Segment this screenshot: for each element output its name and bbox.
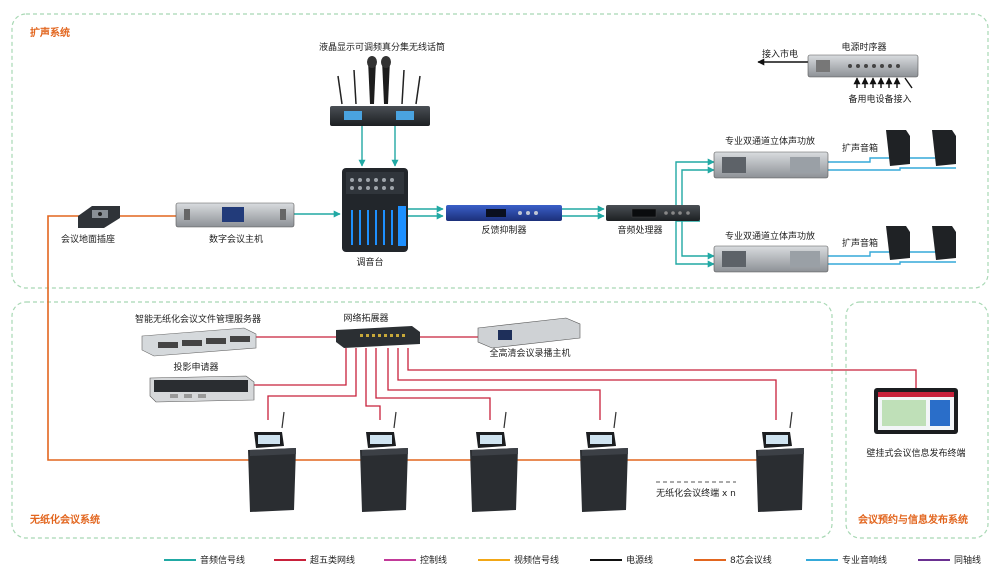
label-projection-applicator: 投影申请器	[173, 361, 218, 373]
meeting-cable-loop	[47, 215, 780, 461]
paperless-terminals	[248, 411, 804, 512]
network-lines	[252, 336, 917, 420]
amplifier-top-device	[713, 151, 829, 179]
label-digital-host: 数字会议主机	[209, 233, 263, 245]
label-mixer: 调音台	[356, 256, 383, 268]
wireless-mic-device	[330, 56, 430, 126]
paperless-system-frame	[11, 301, 833, 539]
speaker-line-bottom-b	[828, 261, 956, 265]
paperless-terminal-3	[470, 411, 518, 512]
net-switch-term5	[397, 348, 777, 420]
label-recorder: 全高清会议录播主机	[489, 347, 570, 359]
paperless-terminal-5	[756, 411, 804, 512]
file-server-device	[141, 327, 257, 357]
audio-processor-device	[606, 205, 700, 221]
pa-system-frame	[11, 13, 989, 289]
net-switch-wall	[407, 348, 917, 388]
label-amp-bottom: 专业双通道立体声功放	[725, 230, 815, 242]
audio-processor-amp-bottom-1	[681, 216, 715, 260]
legend-label-network: 超五类网线	[310, 554, 355, 566]
paperless-terminal-2	[360, 411, 408, 512]
legend-item-video: 视频信号线	[478, 554, 559, 566]
network-switch-device	[336, 326, 420, 348]
net-switch-term3	[375, 348, 491, 420]
label-network-switch: 网络拓展器	[343, 312, 388, 324]
amplifier-bottom-device	[713, 245, 829, 273]
section-title-pa: 扩声系统	[30, 26, 70, 39]
legend-item-meeting: 8芯会议线	[694, 554, 772, 566]
legend: 音频信号线 超五类网线 控制线 视频信号线 电源线 8芯会议线 专业音响线 同	[164, 554, 981, 566]
legend-item-coax: 同轴线	[918, 554, 981, 566]
legend-item-network: 超五类网线	[274, 554, 355, 566]
mixer-device	[342, 168, 408, 252]
power-sequencer-device	[807, 54, 919, 78]
legend-label-coax: 同轴线	[954, 554, 981, 566]
legend-label-audio: 音频信号线	[200, 554, 245, 566]
section-frames	[11, 13, 989, 539]
net-switch-term2	[365, 348, 381, 420]
section-title-paperless: 无纸化会议系统	[29, 513, 100, 526]
label-paperless-terminal: 无纸化会议终端 x n	[656, 487, 736, 499]
label-speaker-bottom: 扩声音箱	[842, 237, 878, 249]
booking-system-frame	[845, 301, 989, 539]
net-switch-term4	[387, 348, 601, 420]
speakers-bottom-device	[886, 226, 956, 260]
net-switch-projector	[252, 348, 347, 386]
legend-label-control: 控制线	[420, 554, 447, 566]
speaker-line-bottom-a	[828, 251, 940, 257]
power-lines	[757, 58, 913, 89]
label-speaker-top: 扩声音箱	[842, 142, 878, 154]
speaker-line-top-b	[828, 167, 956, 171]
meeting-cable-lines	[47, 215, 780, 461]
label-file-server: 智能无纸化会议文件管理服务器	[135, 313, 261, 325]
power-in-7	[904, 77, 913, 89]
legend-item-audio: 音频信号线	[164, 554, 245, 566]
label-amp-top: 专业双通道立体声功放	[725, 135, 815, 147]
legend-label-video: 视频信号线	[514, 554, 559, 566]
label-wall-terminal: 壁挂式会议信息发布终端	[866, 447, 965, 459]
legend-label-power: 电源线	[626, 554, 653, 566]
section-title-booking: 会议预约与信息发布系统	[858, 513, 968, 526]
label-backup-power: 备用电设备接入	[848, 93, 911, 105]
legend-item-power: 电源线	[590, 554, 653, 566]
label-mains-in: 接入市电	[762, 48, 798, 60]
label-audio-processor: 音频处理器	[617, 224, 662, 236]
label-wireless-mic: 液晶显示可调频真分集无线话筒	[319, 41, 445, 53]
label-floor-socket: 会议地面插座	[61, 233, 115, 245]
legend-item-speaker: 专业音响线	[806, 554, 887, 566]
paperless-terminal-1	[248, 411, 296, 512]
recorder-device	[477, 317, 581, 349]
projection-applicator-device	[149, 375, 255, 403]
speaker-line-top-a	[828, 157, 941, 163]
label-feedback-suppressor: 反馈抑制器	[481, 224, 526, 236]
digital-host-device	[175, 202, 295, 228]
net-switch-term1	[267, 348, 357, 420]
feedback-suppressor-device	[446, 205, 562, 221]
floor-socket-device	[78, 206, 120, 228]
wall-terminal-device	[874, 388, 958, 434]
legend-label-speaker: 专业音响线	[842, 554, 887, 566]
label-power-sequencer: 电源时序器	[841, 41, 886, 53]
legend-item-control: 控制线	[384, 554, 447, 566]
paperless-terminal-4	[580, 411, 628, 512]
speakers-top-device	[886, 130, 956, 166]
legend-label-meeting: 8芯会议线	[730, 554, 772, 566]
